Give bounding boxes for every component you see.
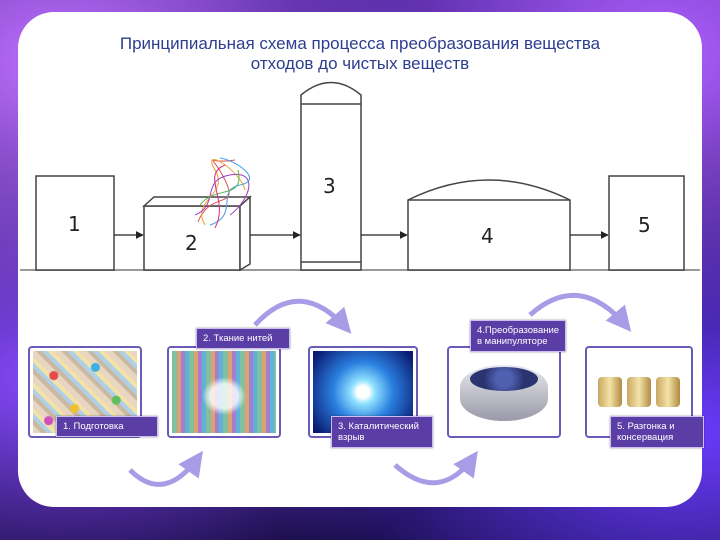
curve-arrow-1-2	[128, 450, 203, 487]
unit-4-tank	[407, 179, 571, 271]
title-line-2: отходов до чистых веществ	[250, 54, 470, 73]
step-3-label: 3. Каталитический взрыв	[331, 416, 433, 448]
unit-1-box	[35, 175, 115, 271]
unit-1-label: 1	[68, 212, 81, 236]
curve-arrow-3-4	[393, 450, 478, 486]
unit-5-label: 5	[638, 213, 651, 237]
step-2-label: 2. Ткание нитей	[196, 328, 290, 349]
unit-2-box	[142, 195, 252, 272]
step-5-label: 5. Разгонка и консервация	[610, 416, 704, 448]
unit-3-column	[300, 81, 362, 271]
fiber-tangle-icon	[194, 157, 250, 229]
unit-4-label: 4	[481, 224, 494, 248]
unit-2-label: 2	[185, 231, 198, 255]
step-4-label: 4.Преобразование в манипуляторе	[470, 320, 566, 352]
page-title: Принципиальная схема процесса преобразов…	[60, 34, 660, 74]
step-4-photo	[447, 346, 561, 438]
curve-arrow-4-5	[528, 292, 632, 332]
unit-5-box	[608, 175, 685, 271]
curve-arrow-2-3	[253, 298, 352, 334]
step-1-label: 1. Подготовка	[56, 416, 158, 437]
step-2-photo	[167, 346, 281, 438]
title-line-1: Принципиальная схема процесса преобразов…	[119, 34, 601, 53]
unit-3-label: 3	[323, 174, 336, 198]
